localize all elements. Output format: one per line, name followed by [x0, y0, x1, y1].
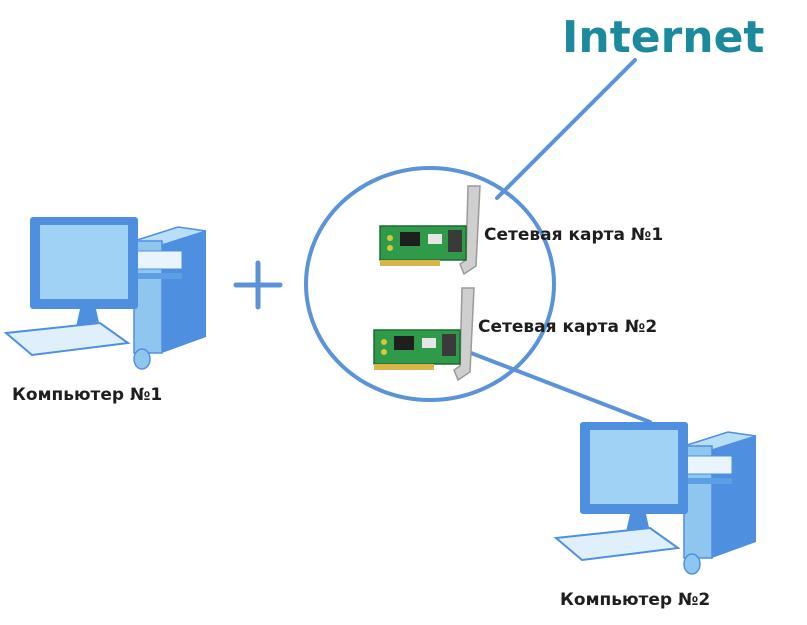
network-cards-circle — [304, 166, 556, 402]
network-card-1-label: Сетевая карта №1 — [484, 225, 663, 245]
internet-link-line — [495, 58, 637, 200]
desktop-computer-icon — [3, 217, 207, 370]
network-card-icon — [379, 185, 481, 276]
desktop-computer-icon — [553, 422, 757, 575]
lan-link-line — [456, 346, 652, 424]
plus-icon — [233, 260, 283, 310]
network-card-icon — [373, 287, 475, 382]
computer-1-label: Компьютер №1 — [12, 385, 162, 405]
network-card-2-label: Сетевая карта №2 — [478, 317, 657, 337]
internet-label: Internet — [562, 12, 764, 63]
computer-2-label: Компьютер №2 — [560, 590, 710, 610]
